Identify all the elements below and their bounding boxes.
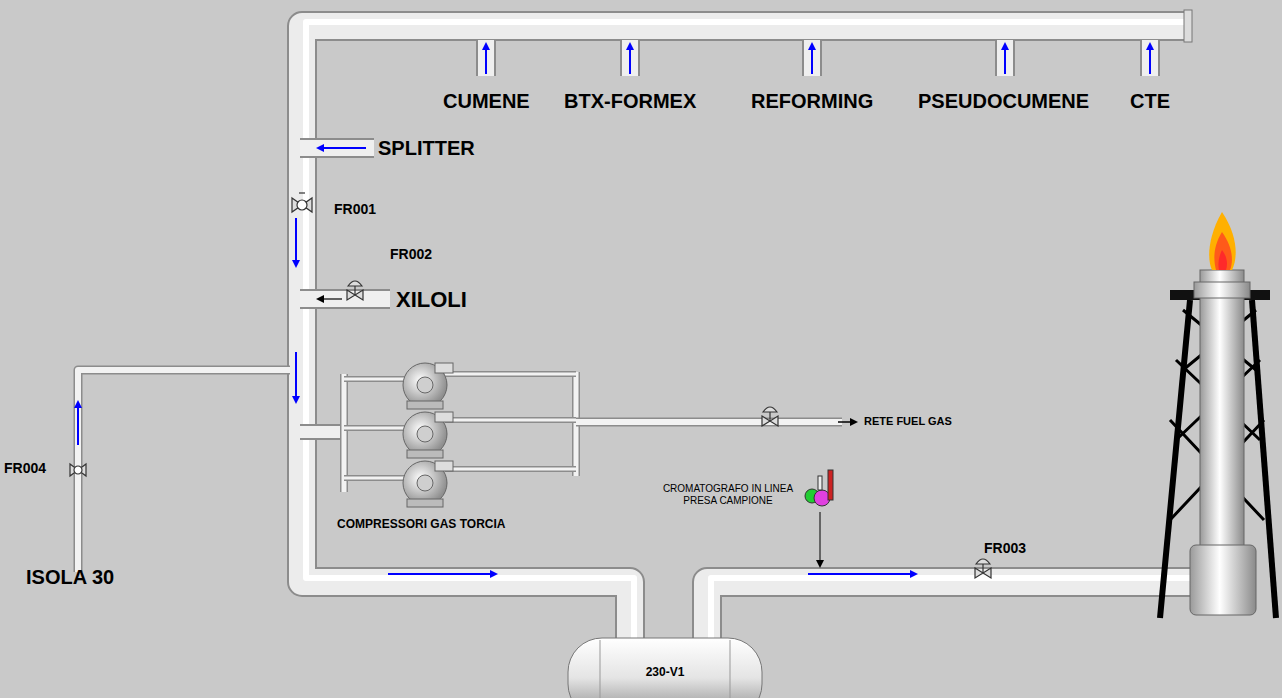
unit-label: REFORMING bbox=[751, 90, 873, 113]
unit-label: BTX-FORMEX bbox=[564, 90, 696, 113]
vessel-node: 230-V1 bbox=[600, 652, 730, 692]
pipe-flange bbox=[1184, 10, 1192, 42]
unit-label: XILOLI bbox=[396, 287, 467, 312]
unit-label: ISOLA 30 bbox=[26, 566, 114, 589]
unit-label: PSEUDOCUMENE bbox=[918, 90, 1089, 113]
unit-label: CTE bbox=[1130, 90, 1170, 113]
flow-arrows bbox=[78, 44, 1150, 574]
vessel-230-v1 bbox=[568, 638, 762, 698]
valve-symbols bbox=[70, 193, 991, 578]
unit-label: SPLITTER bbox=[378, 137, 475, 160]
analyzer-label: CROMATOGRAFO IN LINEA PRESA CAMPIONE bbox=[658, 483, 798, 506]
equipment-label: COMPRESSORI GAS TORCIA bbox=[337, 518, 505, 532]
instrument-tag: FR004 bbox=[4, 460, 46, 476]
compressor-symbols bbox=[403, 363, 453, 507]
instrument-tag: FR001 bbox=[334, 201, 376, 217]
chromatograph-symbol bbox=[805, 470, 833, 566]
vessel-seams bbox=[600, 640, 730, 698]
vessel-tag: 230-V1 bbox=[646, 665, 685, 679]
destination-label: RETE FUEL GAS bbox=[864, 415, 952, 428]
flare-stack bbox=[1160, 212, 1276, 618]
instrument-tag: FR002 bbox=[390, 246, 432, 262]
flow-arrow bbox=[318, 298, 342, 299]
pipes bbox=[78, 22, 1195, 650]
unit-label: CUMENE bbox=[443, 90, 530, 113]
flow-arrow bbox=[838, 421, 856, 423]
instrument-tag: FR003 bbox=[984, 540, 1026, 556]
